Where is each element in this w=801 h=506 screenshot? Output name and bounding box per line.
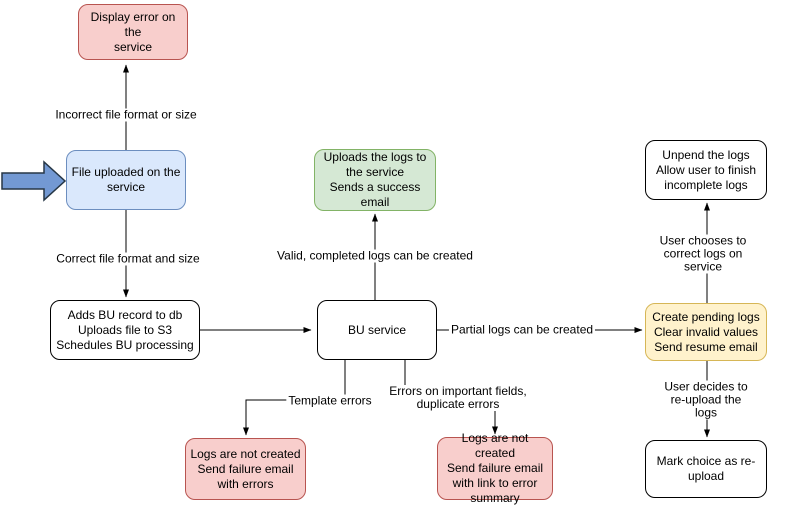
edge-label-correct-format: Correct file format and size	[54, 251, 202, 266]
node-logs-fail-errors: Logs are not created Send failure email …	[185, 438, 306, 500]
node-unpend-logs: Unpend the logs Allow user to finish inc…	[645, 140, 767, 200]
edge-label-partial-logs: Partial logs can be created	[448, 322, 596, 337]
edge-label-user-reuploads: User decides to re-upload the logs	[658, 380, 754, 420]
node-display-error: Display error on the service	[78, 4, 188, 60]
edge-label-field-errors: Errors on important fields, duplicate er…	[387, 384, 529, 411]
node-uploads-logs-success: Uploads the logs to the service Sends a …	[314, 149, 436, 211]
edge-label-template-errors: Template errors	[286, 393, 374, 408]
input-arrow-icon	[1, 160, 67, 202]
node-logs-fail-summary: Logs are not created Send failure email …	[437, 431, 553, 505]
node-bu-service: BU service	[317, 300, 437, 360]
edge-label-incorrect-format: Incorrect file format or size	[53, 107, 199, 122]
node-adds-bu-record: Adds BU record to db Uploads file to S3 …	[50, 300, 200, 360]
node-file-uploaded: File uploaded on the service	[66, 150, 186, 210]
node-create-pending-logs: Create pending logs Clear invalid values…	[645, 303, 767, 361]
node-mark-choice-reupload: Mark choice as re- upload	[645, 440, 767, 498]
edge-label-user-corrects: User chooses to correct logs on service	[654, 234, 752, 274]
edge-label-valid-completed: Valid, completed logs can be created	[275, 248, 475, 263]
